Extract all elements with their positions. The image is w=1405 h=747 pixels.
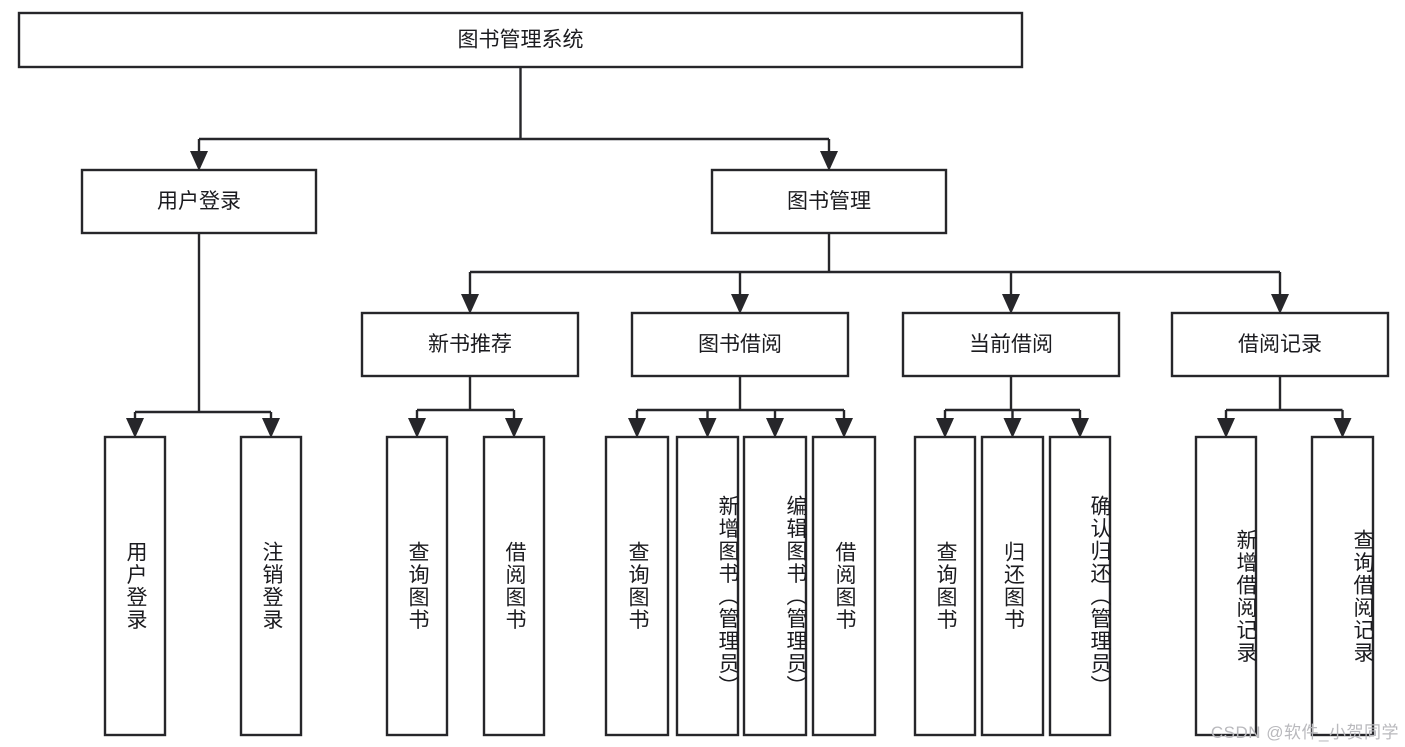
node-user-login[interactable]: 用户登录 <box>80 168 318 235</box>
arrowhead-leaf-borrow-book-1 <box>505 418 523 438</box>
node-box-leaf-confirm-return[interactable] <box>1048 435 1112 737</box>
node-label-user-login: 用户登录 <box>157 190 241 213</box>
edge-group-new-book-rec <box>408 376 523 438</box>
arrowhead-current-borrow <box>1002 294 1020 314</box>
arrowhead-leaf-add-record <box>1217 418 1235 438</box>
arrowhead-leaf-confirm-return <box>1071 418 1089 438</box>
node-box-user-login[interactable] <box>80 168 318 235</box>
node-new-book-rec[interactable]: 新书推荐 <box>360 311 580 378</box>
arrowhead-leaf-user-login <box>126 418 144 438</box>
node-label-borrow-record: 借阅记录 <box>1238 333 1322 356</box>
node-leaf-user-login[interactable] <box>103 435 167 737</box>
arrowhead-borrow-record <box>1271 294 1289 314</box>
node-book-manage[interactable]: 图书管理 <box>710 168 948 235</box>
node-box-book-manage[interactable] <box>710 168 948 235</box>
arrowhead-book-borrow <box>731 294 749 314</box>
connector-layer <box>126 67 1352 438</box>
node-leaf-query-record[interactable] <box>1310 435 1375 737</box>
node-leaf-query-book-2[interactable] <box>604 435 670 737</box>
arrowhead-new-book-rec <box>461 294 479 314</box>
arrowhead-leaf-logout <box>262 418 280 438</box>
edge-group-current-borrow <box>936 376 1089 438</box>
node-box-leaf-return-book[interactable] <box>980 435 1045 737</box>
node-label-book-borrow: 图书借阅 <box>698 333 782 356</box>
node-leaf-query-book-1[interactable] <box>385 435 449 737</box>
node-box-leaf-query-record[interactable] <box>1310 435 1375 737</box>
edge-group-book-manage <box>461 233 1289 314</box>
node-box-leaf-add-book[interactable] <box>675 435 740 737</box>
node-box-current-borrow[interactable] <box>901 311 1121 378</box>
node-leaf-confirm-return[interactable] <box>1048 435 1112 737</box>
node-box-leaf-query-book-2[interactable] <box>604 435 670 737</box>
arrowhead-leaf-borrow-book-2 <box>835 418 853 438</box>
arrowhead-leaf-query-book-1 <box>408 418 426 438</box>
node-book-borrow[interactable]: 图书借阅 <box>630 311 850 378</box>
node-box-leaf-query-book-3[interactable] <box>913 435 977 737</box>
node-leaf-return-book[interactable] <box>980 435 1045 737</box>
node-box-leaf-user-login[interactable] <box>103 435 167 737</box>
arrowhead-leaf-query-book-3 <box>936 418 954 438</box>
watermark: CSDN @软件_小贺同学 <box>1210 723 1399 742</box>
arrowhead-leaf-add-book <box>698 418 717 438</box>
node-label-book-manage: 图书管理 <box>787 190 871 213</box>
node-box-new-book-rec[interactable] <box>360 311 580 378</box>
node-box-leaf-add-record[interactable] <box>1194 435 1258 737</box>
node-leaf-add-record[interactable] <box>1194 435 1258 737</box>
node-leaf-logout[interactable] <box>239 435 303 737</box>
node-box-root[interactable] <box>17 11 1024 69</box>
node-current-borrow[interactable]: 当前借阅 <box>901 311 1121 378</box>
node-box-leaf-borrow-book-2[interactable] <box>811 435 877 737</box>
node-box-book-borrow[interactable] <box>630 311 850 378</box>
edge-group-user-login <box>126 233 280 438</box>
node-label-new-book-rec: 新书推荐 <box>428 333 512 356</box>
node-borrow-record[interactable]: 借阅记录 <box>1170 311 1390 378</box>
node-box-leaf-borrow-book-1[interactable] <box>482 435 546 737</box>
node-leaf-borrow-book-1[interactable] <box>482 435 546 737</box>
node-leaf-query-book-3[interactable] <box>913 435 977 737</box>
arrowhead-leaf-edit-book <box>766 418 784 438</box>
arrowhead-book-manage <box>820 151 838 171</box>
edge-group-book-borrow <box>628 376 853 438</box>
node-leaf-add-book[interactable] <box>675 435 740 737</box>
edge-group-root <box>190 67 838 171</box>
node-leaf-borrow-book-2[interactable] <box>811 435 877 737</box>
node-box-borrow-record[interactable] <box>1170 311 1390 378</box>
arrowhead-user-login <box>190 151 208 171</box>
node-label-current-borrow: 当前借阅 <box>969 333 1053 356</box>
node-box-leaf-edit-book[interactable] <box>742 435 808 737</box>
node-root[interactable]: 图书管理系统 <box>17 11 1024 69</box>
arrowhead-leaf-query-record <box>1333 418 1352 438</box>
node-leaf-edit-book[interactable] <box>742 435 808 737</box>
arrowhead-leaf-query-book-2 <box>628 418 646 438</box>
node-box-leaf-logout[interactable] <box>239 435 303 737</box>
edge-group-borrow-record <box>1217 376 1352 438</box>
arrowhead-leaf-return-book <box>1003 418 1022 438</box>
node-label-root: 图书管理系统 <box>458 29 584 52</box>
node-box-leaf-query-book-1[interactable] <box>385 435 449 737</box>
